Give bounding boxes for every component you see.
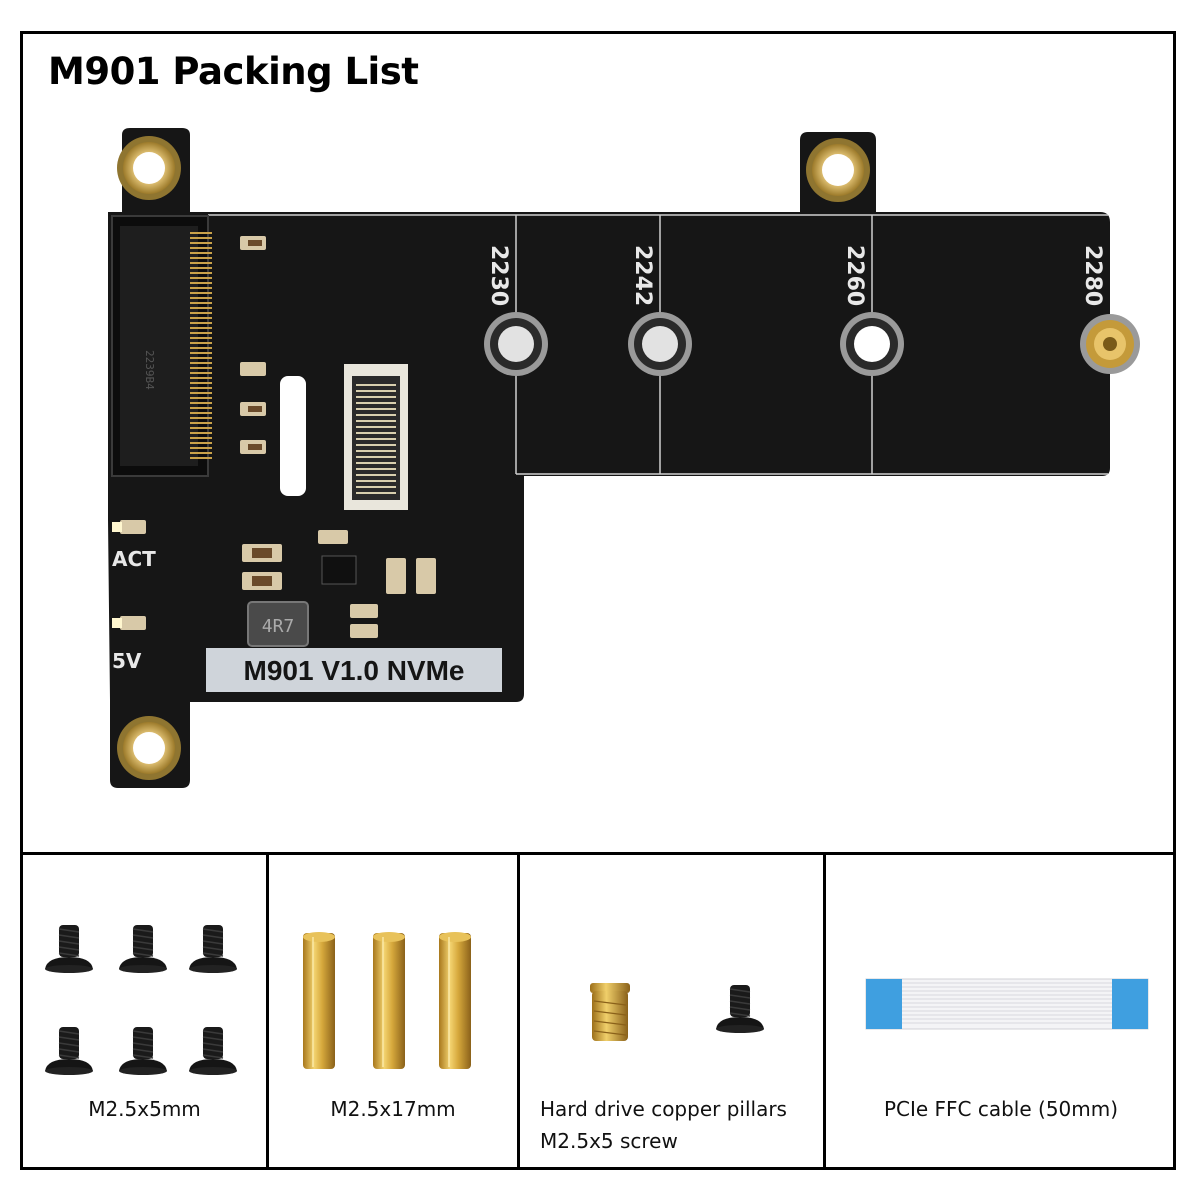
- item-cell-standoffs: M2.5x17mm: [269, 855, 517, 1167]
- section-divider: [20, 852, 1176, 855]
- item-caption: M2.5x17mm: [330, 1097, 456, 1121]
- brass-insert-2280: [1080, 314, 1140, 374]
- mounting-hole-top-left: [117, 136, 181, 200]
- power-led: [112, 618, 122, 628]
- item-caption: PCIe FFC cable (50mm): [883, 1097, 1119, 1121]
- page-frame: [20, 31, 1176, 1170]
- screw-icon: [45, 925, 237, 1075]
- size-label-2230: 2230: [486, 245, 511, 306]
- standoff-pad-2242: [628, 312, 692, 376]
- pcb-outline: [108, 128, 1110, 788]
- size-label-2280: 2280: [1080, 245, 1105, 306]
- cell-divider-3: [823, 852, 826, 1170]
- act-label: ACT: [112, 547, 156, 571]
- size-label-2242: 2242: [630, 245, 655, 306]
- board-name-label: M901 V1.0 NVMe: [244, 655, 465, 686]
- mounting-hole-top-right: [806, 138, 870, 202]
- regulator-ic: [321, 555, 357, 585]
- item-cell-screws: M2.5x5mm: [23, 855, 266, 1167]
- item-cell-ffc-cable: PCIe FFC cable (50mm): [826, 855, 1176, 1167]
- ffc-connector: [280, 364, 408, 510]
- standoff-pad-2260: [840, 312, 904, 376]
- m2-connector: 2239B4: [111, 215, 212, 477]
- item-caption-line2: M2.5x5 screw: [540, 1129, 678, 1153]
- m901-board-illustration: 2230 2242 2260 2280 2239B4: [108, 128, 1140, 788]
- item-caption: M2.5x5mm: [88, 1097, 201, 1121]
- standoff-icon: [303, 932, 471, 1069]
- inductor-label: 4R7: [262, 616, 295, 637]
- mounting-hole-bottom-left: [117, 716, 181, 780]
- inductor: 4R7: [247, 601, 309, 647]
- item-cell-pillars: Hard drive copper pillars M2.5x5 screw: [520, 855, 823, 1167]
- standoff-pad-2230: [484, 312, 548, 376]
- connector-label: 2239B4: [143, 350, 156, 390]
- act-led: [112, 522, 122, 532]
- cell-divider-2: [517, 852, 520, 1170]
- cell-divider-1: [266, 852, 269, 1170]
- page-title: M901 Packing List: [48, 50, 419, 93]
- ffc-cable-icon: [865, 978, 1149, 1030]
- item-caption-line1: Hard drive copper pillars: [540, 1097, 787, 1121]
- insert-nut-icon: [590, 983, 764, 1041]
- size-label-2260: 2260: [842, 245, 867, 306]
- 5v-label: 5V: [112, 649, 142, 673]
